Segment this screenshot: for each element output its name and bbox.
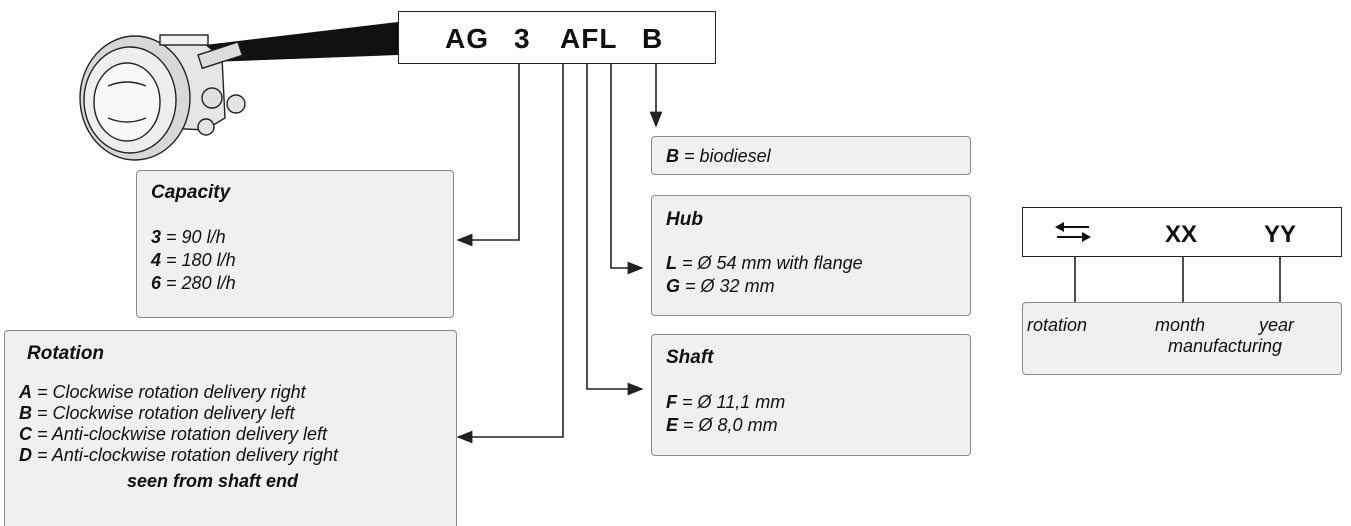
hub-box: Hub L = Ø 54 mm with flange G = Ø 32 mm [651,195,971,316]
month-code: XX [1165,221,1198,248]
shaft-row: F = Ø 11,1 mm [666,392,786,412]
biodiesel-key: B [666,146,679,166]
shaft-row: E = Ø 8,0 mm [666,415,778,435]
oil-pump-illustration [79,34,246,161]
rotation-title: Rotation [27,343,105,364]
capacity-title: Capacity [151,182,231,203]
identification-label-box: rotation month year manufacturing [1022,302,1342,375]
label-manufacturing: manufacturing [1168,336,1283,356]
rotation-row: B = Clockwise rotation delivery left [19,403,295,423]
code-box: AG 3 AFL B [398,11,716,64]
rotation-note: seen from shaft end [127,471,299,491]
pointer-wedge [205,22,398,62]
capacity-row: 3 = 90 l/h [151,227,226,247]
capacity-row: 6 = 280 l/h [151,273,236,293]
capacity-box: Capacity 3 = 90 l/h 4 = 180 l/h 6 = 280 … [136,170,454,318]
rotation-row: D = Anti-clockwise rotation delivery rig… [19,445,338,465]
hub-row: G = Ø 32 mm [666,276,775,296]
biodiesel-eq: = [684,146,695,166]
code-part-capacity: 3 [514,23,531,54]
biodiesel-text: biodiesel [699,146,771,166]
code-part-biodiesel: B [642,23,664,54]
biodiesel-box: B = biodiesel [651,136,971,175]
hub-title: Hub [666,209,703,230]
identification-code-box: XX YY [1022,207,1342,257]
shaft-box: Shaft F = Ø 11,1 mm E = Ø 8,0 mm [651,334,971,456]
label-year: year [1259,315,1295,335]
rotation-box: Rotation A = Clockwise rotation delivery… [4,330,457,526]
rotation-row: C = Anti-clockwise rotation delivery lef… [19,424,327,444]
code-part-model: AG [445,23,489,54]
capacity-connector [456,64,520,247]
code-part-rotation-shaft-hub: AFL [560,23,618,54]
shaft-title: Shaft [666,347,714,368]
label-month: month [1155,315,1206,335]
hub-connector [610,64,644,275]
rotation-arrows-icon [1055,222,1091,242]
capacity-row: 4 = 180 l/h [151,250,236,270]
year-code: YY [1264,221,1297,248]
shaft-connector [586,64,644,396]
hub-row: L = Ø 54 mm with flange [666,253,863,273]
label-rotation: rotation [1027,315,1088,335]
rotation-row: A = Clockwise rotation delivery right [19,382,306,402]
rotation-connector [456,64,564,444]
